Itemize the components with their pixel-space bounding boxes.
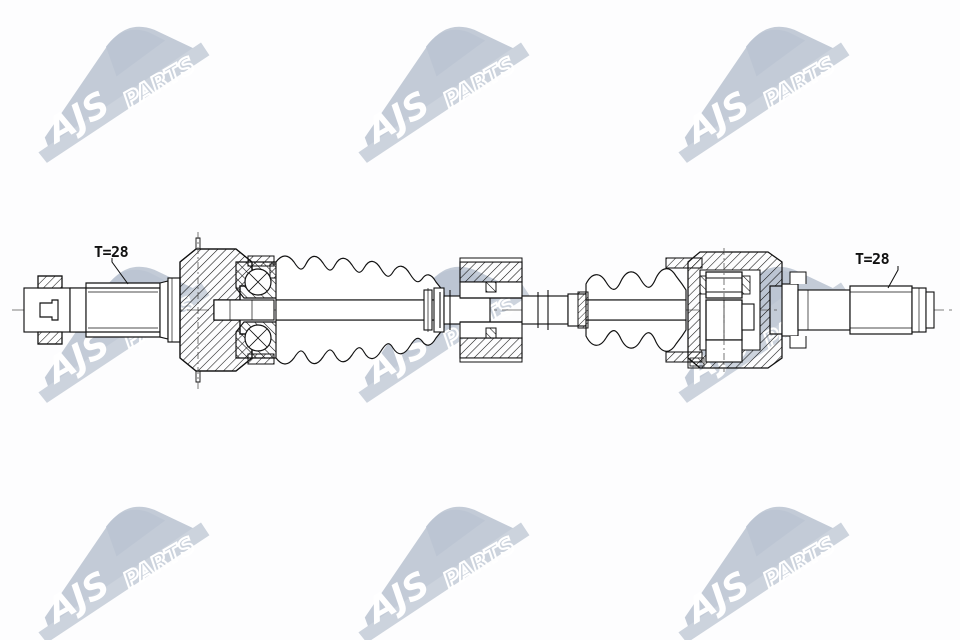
inner-stub-shaft-end <box>781 271 935 349</box>
right-spline-teeth-label: T=28 <box>855 250 890 268</box>
left-spline-teeth-label: T=28 <box>94 243 129 261</box>
leader-lines <box>111 258 899 289</box>
inner-boot <box>577 268 687 352</box>
outer-cv-joint <box>179 232 293 390</box>
outer-boot <box>275 255 445 365</box>
inner-tripod-joint <box>665 248 783 372</box>
left-spline-section <box>85 277 181 343</box>
outer-stub-shaft-end <box>23 275 87 345</box>
intermediate-shaft-left <box>439 290 491 330</box>
outer-boot-clamp <box>423 287 445 333</box>
center-damper <box>459 257 523 363</box>
